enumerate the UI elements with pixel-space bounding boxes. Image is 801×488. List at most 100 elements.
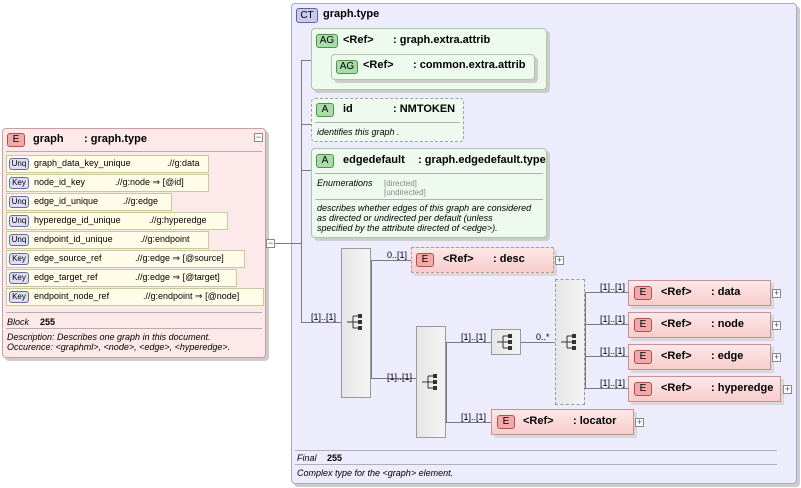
locator-multiplicity: [1]..[1] xyxy=(461,412,487,422)
hyperedge-name: : hyperedge xyxy=(711,382,774,394)
expand-locator-button[interactable]: + xyxy=(635,417,644,427)
desc-ref: <Ref> xyxy=(443,253,474,265)
attribute-id[interactable] xyxy=(311,98,464,142)
constraint-row[interactable] xyxy=(6,231,209,249)
block-value: 255 xyxy=(40,317,56,327)
element-desc[interactable] xyxy=(411,247,554,273)
constraint-name: node_id_key xyxy=(34,177,86,187)
seq-inner-multiplicity: [1]..[1] xyxy=(387,372,413,382)
ct-badge: CT xyxy=(296,8,318,23)
element-hyperedge[interactable] xyxy=(628,376,781,402)
node-name: : node xyxy=(711,318,744,330)
data-ref: <Ref> xyxy=(661,286,692,298)
attr-id-name: id xyxy=(343,103,353,115)
data-name: : data xyxy=(711,286,741,298)
collapse-graph-button[interactable]: − xyxy=(254,132,263,142)
attr-id-type: : NMTOKEN xyxy=(393,103,456,115)
enum-label: Enumerations xyxy=(317,178,373,188)
constraint-name: edge_id_unique xyxy=(34,196,99,206)
node-ref: <Ref> xyxy=(661,318,692,330)
element-description: Description: Describes one graph in this… xyxy=(7,332,211,342)
expand-edge-button[interactable]: + xyxy=(772,352,781,362)
seq-outer-multiplicity: [1]..[1] xyxy=(311,312,337,322)
constraint-name: graph_data_key_unique xyxy=(34,158,131,168)
constraint-selector: .//g:hyperedge xyxy=(149,215,207,225)
ct-title: graph.type xyxy=(323,8,380,20)
unique-icon: Unq xyxy=(9,234,29,246)
hyperedge-multiplicity: [1]..[1] xyxy=(600,378,626,388)
locator-ref: <Ref> xyxy=(523,415,554,427)
constraint-row[interactable] xyxy=(6,212,228,230)
edgedefault-desc-line: as directed or undirected per default (u… xyxy=(317,213,493,223)
expand-data-button[interactable]: + xyxy=(772,288,781,298)
choice-multiplicity-in: [1]..[1] xyxy=(461,332,487,342)
choice-multiplicity-out: 0..* xyxy=(536,332,550,342)
constraint-name: endpoint_id_unique xyxy=(34,234,113,244)
attr-id-description: identifies this graph . xyxy=(317,127,400,137)
constraint-row[interactable] xyxy=(6,288,264,306)
constraint-selector: .//g:edge xyxy=(123,196,159,206)
element-badge: E xyxy=(634,350,652,364)
sequence-compositor-outer[interactable] xyxy=(341,248,371,398)
edgedefault-desc-line: describes whether edges of this graph ar… xyxy=(317,203,532,213)
unique-icon: Unq xyxy=(9,215,29,227)
element-occurence: Occurence: <graphml>, <node>, <edge>, <h… xyxy=(7,342,231,352)
edge-multiplicity: [1]..[1] xyxy=(600,346,626,356)
element-graph-type: : graph.type xyxy=(84,133,147,145)
unique-icon: Unq xyxy=(9,196,29,208)
element-badge: E xyxy=(416,253,434,267)
unique-icon: Unq xyxy=(9,158,29,170)
constraint-selector: .//g:data xyxy=(167,158,200,168)
key-icon: Key xyxy=(9,177,29,189)
attribute-edgedefault[interactable] xyxy=(311,148,547,238)
ag-ref: <Ref> xyxy=(343,34,374,46)
element-badge: E xyxy=(7,133,25,147)
choice-icon xyxy=(561,334,576,350)
constraint-row[interactable] xyxy=(6,250,245,268)
node-multiplicity: [1]..[1] xyxy=(600,314,626,324)
ct-description: Complex type for the <graph> element. xyxy=(297,468,454,478)
collapse-graph-type-button[interactable]: − xyxy=(266,238,275,248)
ag-badge: AG xyxy=(336,60,358,74)
attribute-group-common-extra[interactable] xyxy=(331,54,535,80)
element-badge: E xyxy=(497,415,515,429)
attr-badge: A xyxy=(316,154,334,168)
ag-badge: AG xyxy=(316,34,338,48)
constraint-row[interactable] xyxy=(6,155,209,173)
constraint-name: endpoint_node_ref xyxy=(34,291,110,301)
sequence-icon xyxy=(422,374,437,390)
key-icon: Key xyxy=(9,291,29,303)
ag-name: : common.extra.attrib xyxy=(413,59,526,71)
constraint-selector: .//g:edge ⇒ [@target] xyxy=(135,272,220,282)
edge-ref: <Ref> xyxy=(661,350,692,362)
expand-desc-button[interactable]: + xyxy=(555,255,564,265)
element-badge: E xyxy=(634,286,652,300)
constraint-selector: .//g:edge ⇒ [@source] xyxy=(135,253,224,263)
expand-node-button[interactable]: + xyxy=(772,320,781,330)
constraint-name: hyperedge_id_unique xyxy=(34,215,121,225)
constraint-selector: .//g:node ⇒ [@id] xyxy=(115,177,184,187)
element-graph-name: graph xyxy=(33,133,64,145)
choice-icon xyxy=(497,334,512,350)
constraint-selector: .//g:endpoint ⇒ [@node] xyxy=(143,291,240,301)
edge-name: : edge xyxy=(711,350,744,362)
sequence-icon xyxy=(347,314,362,330)
enum-value-undirected: [undirected] xyxy=(384,188,426,197)
key-icon: Key xyxy=(9,253,29,265)
expand-hyperedge-button[interactable]: + xyxy=(783,384,792,394)
data-multiplicity: [1]..[1] xyxy=(600,282,626,292)
attr-edgedefault-name: edgedefault xyxy=(343,154,405,166)
constraint-row[interactable] xyxy=(6,269,237,287)
final-value: 255 xyxy=(327,453,343,463)
constraint-row[interactable] xyxy=(6,193,172,211)
locator-name: : locator xyxy=(573,415,617,427)
element-badge: E xyxy=(634,382,652,396)
final-label: Final xyxy=(297,453,317,463)
enum-value-directed: [directed] xyxy=(384,179,417,188)
key-icon: Key xyxy=(9,272,29,284)
ag-ref: <Ref> xyxy=(363,59,394,71)
ag-name: : graph.extra.attrib xyxy=(393,34,491,46)
attr-edgedefault-type: : graph.edgedefault.type xyxy=(418,154,546,166)
constraint-selector: .//g:endpoint xyxy=(140,234,190,244)
constraint-row[interactable] xyxy=(6,174,209,192)
